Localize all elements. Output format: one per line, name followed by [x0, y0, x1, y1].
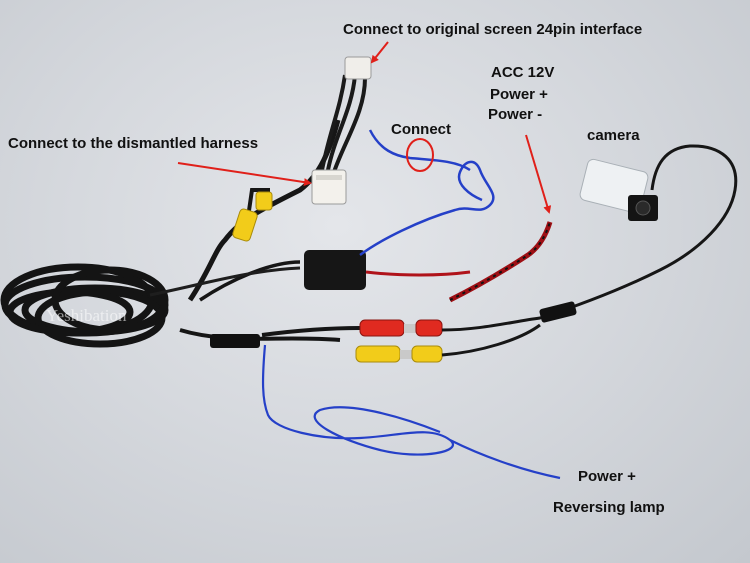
connect-highlight-circle — [406, 138, 434, 172]
camera-cable — [441, 144, 738, 332]
camera-connector — [539, 301, 577, 323]
inline-connector — [210, 334, 260, 348]
label-acc-line2: Power + — [490, 86, 548, 103]
yellow-rca-left — [232, 188, 273, 242]
arrow-top-interface — [370, 41, 389, 64]
label-acc-line1: ACC 12V — [491, 64, 555, 81]
label-camera: camera — [587, 127, 640, 144]
pin24-connector — [344, 56, 372, 80]
camera-device — [579, 158, 658, 221]
label-dismantled-harness: Connect to the dismantled harness — [8, 135, 259, 152]
blue-wire-connect — [359, 129, 495, 257]
arrow-acc — [525, 134, 552, 214]
long-cable — [179, 326, 361, 342]
coiled-cable — [0, 263, 169, 348]
yellow-rca — [355, 345, 443, 363]
red-rca — [359, 319, 443, 337]
arrow-dismantled-harness — [177, 162, 312, 187]
label-top-interface: Connect to original screen 24pin interfa… — [343, 21, 643, 38]
harness-cable-3 — [149, 266, 301, 297]
wire-bundle — [320, 74, 367, 173]
label-connect: Connect — [391, 121, 451, 138]
reversing-lamp-wire — [261, 344, 561, 480]
acc-twisted-wire — [448, 221, 553, 303]
label-power-plus: Power + — [578, 468, 636, 485]
control-box — [304, 250, 366, 290]
label-acc-line3: Power - — [488, 106, 543, 123]
watermark: Yeshibation — [46, 306, 127, 325]
label-reversing-lamp: Reversing lamp — [553, 499, 665, 516]
